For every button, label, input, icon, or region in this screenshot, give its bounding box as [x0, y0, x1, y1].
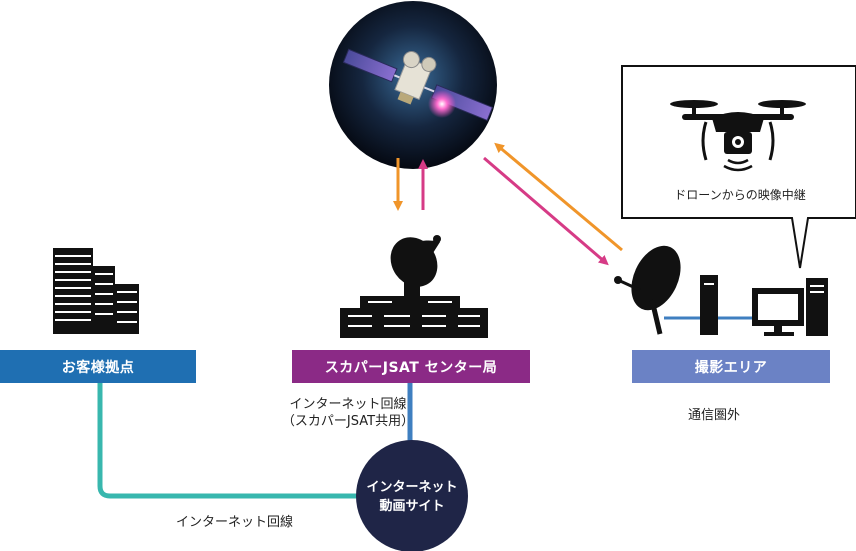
dish-antenna-icon: [614, 245, 681, 335]
video-site-line-2: 動画サイト: [379, 499, 445, 514]
building-icon: [53, 248, 139, 334]
center-line-caption-2: （スカパーJSAT共用）: [281, 414, 415, 429]
monitor-icon: [752, 278, 828, 336]
customer-internet-line: [97, 383, 362, 499]
server-tower-icon: [700, 275, 718, 335]
bubble-caption: ドローンからの映像中継: [674, 188, 806, 202]
area-downlink-arrow: [483, 156, 609, 266]
satellite-icon: [329, 1, 497, 169]
video-site-line-1: インターネット: [366, 480, 458, 495]
customer-line-caption: インターネット回線: [176, 515, 294, 530]
customer-site-label: お客様拠点: [0, 350, 196, 383]
speech-bubble: [621, 65, 856, 269]
video-site-label: インターネット 動画サイト: [356, 478, 468, 516]
center-line-caption: インターネット回線 （スカパーJSAT共用）: [268, 396, 428, 430]
drone-icon: [670, 100, 806, 172]
broadcast-center-label: スカパーJSAT センター局: [292, 350, 530, 383]
video-site-circle: [356, 440, 468, 551]
out-of-coverage-note: 通信圏外: [688, 408, 741, 423]
center-line-caption-1: インターネット回線: [289, 397, 407, 412]
ground-station-icon: [340, 235, 488, 338]
shooting-area-label: 撮影エリア: [632, 350, 830, 383]
area-uplink-arrow: [494, 142, 623, 252]
